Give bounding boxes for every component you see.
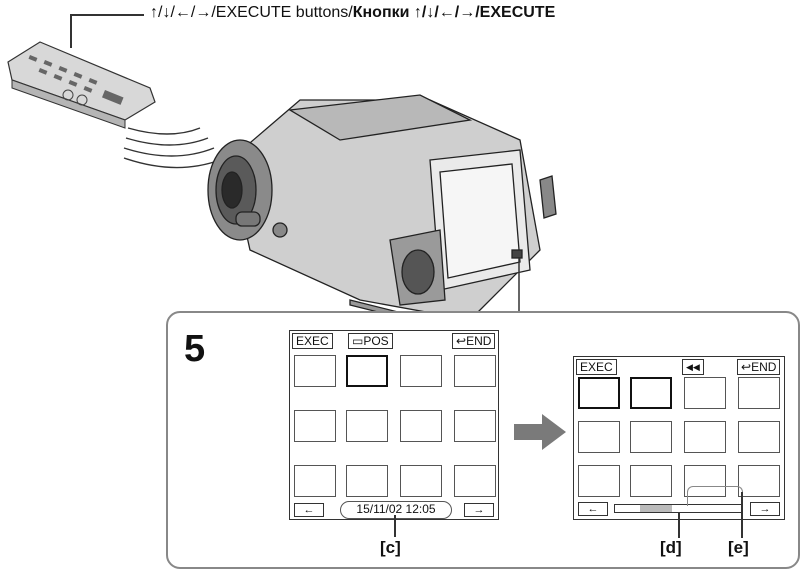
thumbnail[interactable] bbox=[346, 410, 388, 442]
thumbnail[interactable] bbox=[578, 421, 620, 453]
callout-d: [d] bbox=[660, 538, 682, 558]
thumbnail[interactable] bbox=[454, 355, 496, 387]
camcorder-icon bbox=[208, 95, 556, 330]
end-icon: ↩ bbox=[456, 334, 466, 348]
next-button[interactable]: → bbox=[750, 502, 780, 516]
exec-button[interactable]: EXEC bbox=[292, 333, 333, 349]
transition-arrow-icon bbox=[512, 412, 568, 452]
thumbnail[interactable] bbox=[294, 465, 336, 497]
end-icon: ↩ bbox=[741, 360, 751, 374]
thumbnail[interactable] bbox=[684, 377, 726, 409]
thumbnail-selected[interactable] bbox=[578, 377, 620, 409]
thumbnail[interactable] bbox=[294, 355, 336, 387]
thumbnail[interactable] bbox=[294, 410, 336, 442]
next-button[interactable]: → bbox=[464, 503, 494, 517]
thumbnail[interactable] bbox=[738, 421, 780, 453]
prev-button[interactable]: ← bbox=[578, 502, 608, 516]
thumbnail[interactable] bbox=[454, 410, 496, 442]
infrared-signal-icon bbox=[124, 128, 220, 168]
date-time-display: 15/11/02 12:05 bbox=[340, 501, 452, 519]
end-label: END bbox=[751, 360, 776, 374]
exec-button[interactable]: EXEC bbox=[576, 359, 617, 375]
thumbnail[interactable] bbox=[400, 355, 442, 387]
callout-e: [e] bbox=[728, 538, 749, 558]
thumbnail[interactable] bbox=[738, 465, 780, 497]
remote-control-icon bbox=[8, 42, 155, 128]
tape-pos-button[interactable]: ▭POS bbox=[348, 333, 393, 349]
end-button[interactable]: ↩END bbox=[737, 359, 780, 375]
thumbnail[interactable] bbox=[738, 377, 780, 409]
index-screen-left: EXEC ▭POS ↩END ← 15/11/02 12:05 → bbox=[289, 330, 499, 520]
thumbnail[interactable] bbox=[684, 421, 726, 453]
callout-line-d bbox=[678, 512, 680, 538]
thumbnail[interactable] bbox=[346, 465, 388, 497]
callout-line-c bbox=[394, 515, 396, 537]
index-screen-right: EXEC ◀◀ ↩END ← → bbox=[573, 356, 785, 520]
tape-icon: ▭ bbox=[352, 334, 363, 348]
pos-label: POS bbox=[363, 334, 388, 348]
thumbnail[interactable] bbox=[578, 465, 620, 497]
thumbnail[interactable] bbox=[400, 465, 442, 497]
callout-line-e bbox=[741, 492, 743, 538]
thumbnail[interactable] bbox=[630, 421, 672, 453]
step-number: 5 bbox=[184, 328, 205, 371]
callout-bracket-e bbox=[687, 486, 743, 506]
end-button[interactable]: ↩END bbox=[452, 333, 495, 349]
callout-c: [c] bbox=[380, 538, 401, 558]
tape-position-fill bbox=[640, 505, 672, 512]
thumbnail-selected[interactable] bbox=[630, 377, 672, 409]
thumbnail[interactable] bbox=[454, 465, 496, 497]
thumbnail-selected[interactable] bbox=[346, 355, 388, 387]
rewind-icon: ◀◀ bbox=[682, 359, 704, 375]
thumbnail[interactable] bbox=[630, 465, 672, 497]
end-label: END bbox=[466, 334, 491, 348]
thumbnail[interactable] bbox=[400, 410, 442, 442]
prev-button[interactable]: ← bbox=[294, 503, 324, 517]
